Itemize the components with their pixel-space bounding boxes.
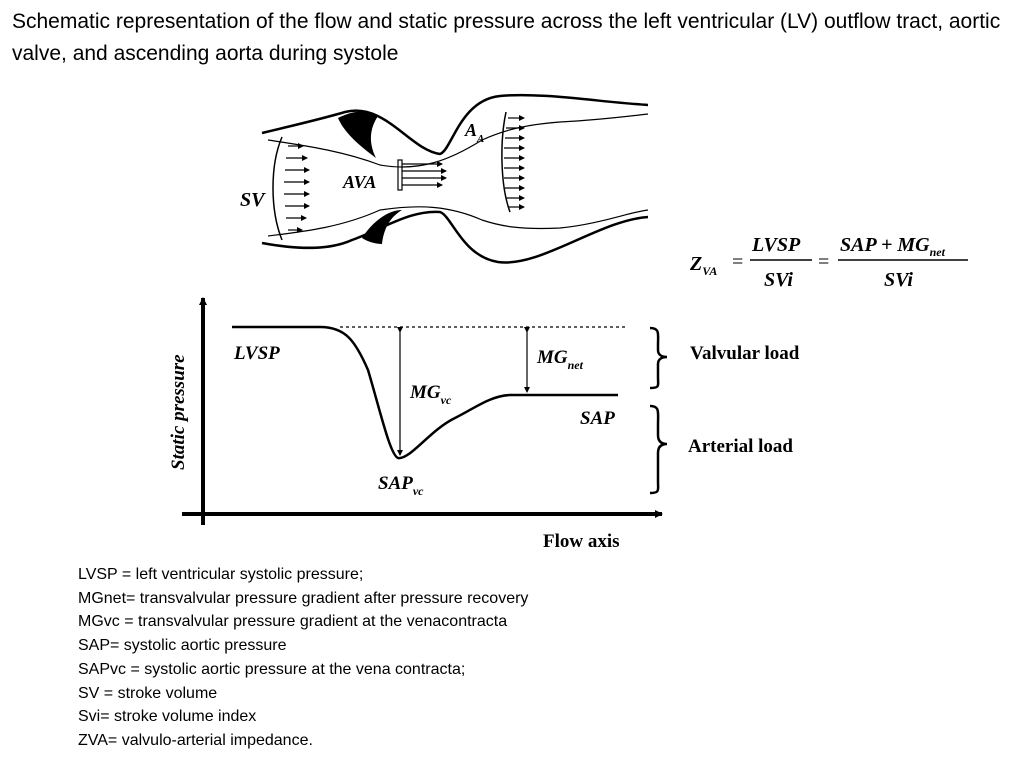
lvsp-label: LVSP [233,343,280,364]
mg-net-label: MGnet [536,347,584,372]
sv-flow-profile [272,136,283,241]
equals-sign-2: = [818,251,829,273]
pressure-graph: Static pressure Flow axis LVSP MGvc MGne… [168,297,800,552]
definition-lvsp: LVSP = left ventricular systolic pressur… [78,566,364,583]
definition-sap: SAP= systolic aortic pressure [78,637,287,655]
definition-zva: ZVA= valvulo-arterial impedance. [78,731,313,749]
valvular-load-brace [649,326,668,390]
ava-label: AVA [342,172,376,192]
fraction-1-denominator: SVi [764,269,793,291]
mg-vc-label: MGvc [409,382,452,407]
definition-mgvc: MGvc = transvalvular pressure gradient a… [78,613,508,631]
definition-svi: Svi= stroke volume index [78,708,257,726]
fraction-2-denominator: SVi [884,269,913,291]
inner-vessel-contour-lower [267,206,649,237]
valvular-load-label: Valvular load [690,343,800,364]
definition-mgnet: MGnet= transvalvular pressure gradient a… [78,589,529,607]
definition-sapvc: SAPvc = systolic aortic pressure at the … [78,660,466,678]
y-axis-label: Static pressure [168,354,189,470]
aa-flow-profile [501,111,511,213]
static-pressure-curve [232,325,618,460]
fraction-1-numerator: LVSP [751,234,801,256]
upper-vessel-wall [261,93,649,156]
lower-valve-leaflet [362,210,402,244]
x-axis-label: Flow axis [543,531,620,552]
arterial-load-label: Arterial load [688,436,793,457]
impedance-equation: ZVA = LVSP SVi = SAP + MGnet SVi [689,234,968,291]
definition-sv: SV = stroke volume [78,684,218,702]
upper-valve-leaflet [338,111,378,158]
arterial-load-brace [649,404,668,495]
sap-vc-label: SAPvc [378,473,424,498]
zva-symbol: ZVA [689,253,717,278]
inner-vessel-contour [267,113,649,168]
aa-flow-arrows [504,115,525,210]
sv-label: SV [240,189,266,211]
aa-label: AA [464,120,484,145]
slide-title: Schematic representation of the flow and… [12,10,1001,65]
sv-flow-arrows [284,143,310,233]
fraction-2-numerator: SAP + MGnet [840,234,946,259]
vena-contracta-jet [397,159,447,191]
equals-sign-1: = [732,251,743,273]
lower-vessel-wall [261,210,649,264]
vessel-schematic [261,93,649,264]
abbreviation-list: LVSP = left ventricular systolic pressur… [78,563,528,753]
sap-label: SAP [580,408,615,429]
